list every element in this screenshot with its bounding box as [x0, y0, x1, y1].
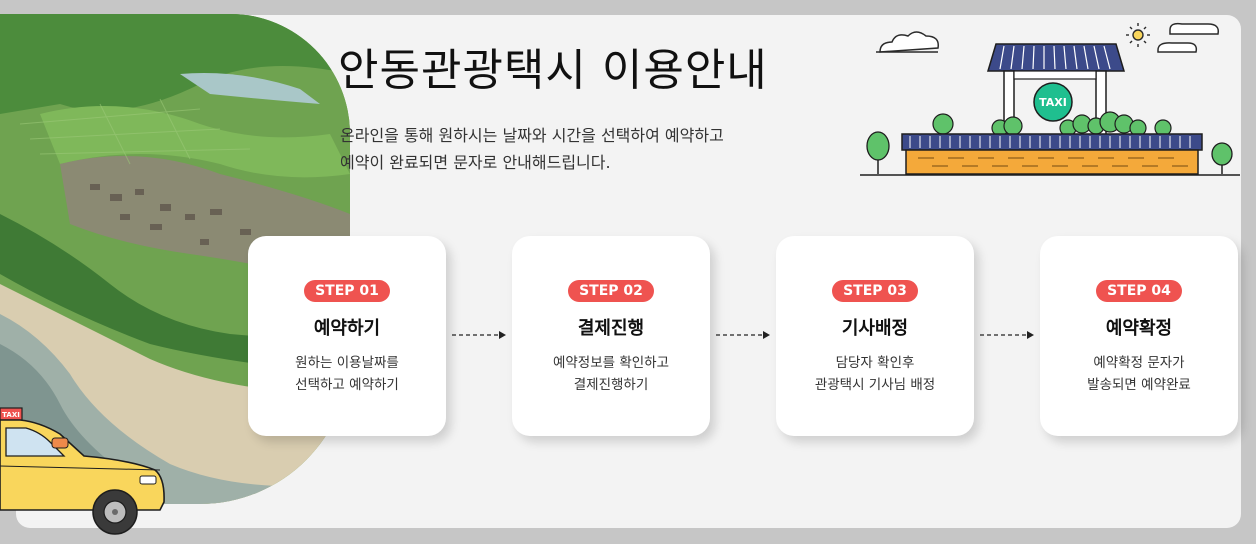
step-badge: STEP 01 — [304, 280, 390, 302]
cloud-icon — [1157, 22, 1220, 53]
step-description: 담당자 확인후 관광택시 기사님 배정 — [776, 352, 974, 396]
step-title: 예약확정 — [1105, 318, 1173, 339]
step-description-line: 결제진행하기 — [573, 377, 649, 393]
step-title: 예약하기 — [313, 318, 381, 339]
step-description-line: 담당자 확인후 — [835, 355, 915, 371]
step-description-line: 발송되면 예약완료 — [1087, 377, 1191, 393]
dashed-arrow-icon — [452, 331, 506, 339]
step-badge: STEP 02 — [568, 280, 654, 302]
dashed-arrow-icon — [980, 331, 1034, 339]
step-description-line: 원하는 이용날짜를 — [295, 355, 399, 371]
step-title: 결제진행 — [577, 318, 645, 339]
dashed-arrow-icon — [716, 331, 770, 339]
step-description: 원하는 이용날짜를 선택하고 예약하기 — [248, 352, 446, 396]
step-card: STEP 04 예약확정 예약확정 문자가 발송되면 예약완료 — [1040, 236, 1238, 436]
cloud-icon — [876, 31, 939, 53]
step-description: 예약확정 문자가 발송되면 예약완료 — [1040, 352, 1238, 396]
step-description-line: 예약확정 문자가 — [1093, 355, 1185, 371]
step-description: 예약정보를 확인하고 결제진행하기 — [512, 352, 710, 396]
step-badge: STEP 03 — [832, 280, 918, 302]
step-card: STEP 01 예약하기 원하는 이용날짜를 선택하고 예약하기 — [248, 236, 446, 436]
sun-icon — [1126, 23, 1150, 47]
taxi-sign-text: TAXI — [1039, 96, 1067, 109]
step-description-line: 선택하고 예약하기 — [295, 377, 399, 393]
step-card: STEP 03 기사배정 담당자 확인후 관광택시 기사님 배정 — [776, 236, 974, 436]
description-line: 예약이 완료되면 문자로 안내해드립니다. — [340, 153, 611, 172]
wheel-icon — [92, 489, 138, 535]
step-badge: STEP 04 — [1096, 280, 1182, 302]
taxi-car-illustration: TAXI — [0, 398, 170, 544]
hanok-taxi-illustration: TAXI — [858, 16, 1242, 185]
step-title: 기사배정 — [841, 318, 909, 339]
description-line: 온라인을 통해 원하시는 날짜와 시간을 선택하여 예약하고 — [340, 126, 724, 145]
page-title: 안동관광택시 이용안내 — [338, 45, 768, 96]
taxi-sign-icon: TAXI — [1033, 82, 1073, 122]
car-taxi-sign-text: TAXI — [2, 411, 20, 419]
tree-icon — [1211, 142, 1233, 174]
tree-icon — [866, 131, 890, 174]
step-description-line: 관광택시 기사님 배정 — [814, 377, 936, 393]
page-description: 온라인을 통해 원하시는 날짜와 시간을 선택하여 예약하고 예약이 완료되면 … — [340, 122, 800, 176]
step-card: STEP 02 결제진행 예약정보를 확인하고 결제진행하기 — [512, 236, 710, 436]
step-description-line: 예약정보를 확인하고 — [552, 355, 670, 371]
